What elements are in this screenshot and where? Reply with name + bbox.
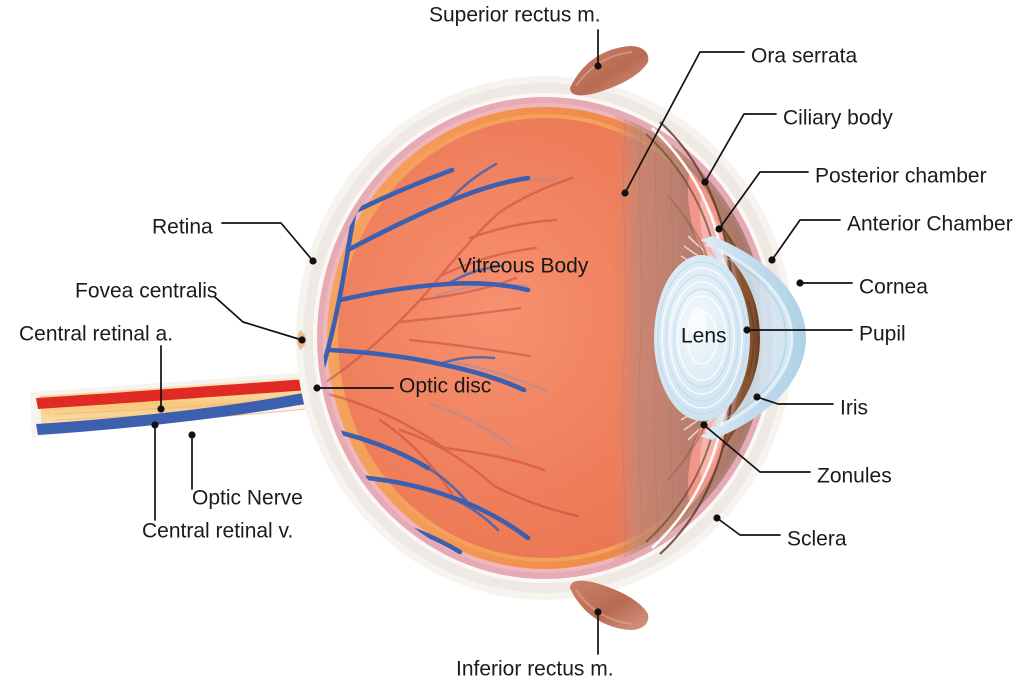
superior-rectus-muscle bbox=[570, 46, 649, 96]
leader-dot-retina bbox=[309, 257, 317, 265]
leader-dot-ora-serrata bbox=[621, 189, 629, 197]
leader-sclera bbox=[716, 517, 781, 536]
label-zonules: Zonules bbox=[817, 465, 892, 488]
leader-dot-sclera bbox=[713, 514, 721, 522]
label-retina: Retina bbox=[152, 216, 213, 239]
label-sclera: Sclera bbox=[787, 528, 847, 551]
label-ora-serrata: Ora serrata bbox=[751, 45, 858, 68]
label-optic-disc: Optic disc bbox=[399, 375, 491, 398]
leader-anterior-chamber bbox=[771, 219, 841, 261]
leader-dot-optic-nerve bbox=[188, 431, 196, 439]
label-ciliary-body: Ciliary body bbox=[783, 107, 893, 130]
label-lens: Lens bbox=[681, 325, 727, 348]
leader-posterior-chamber bbox=[718, 171, 809, 230]
leader-dot-fovea-centralis bbox=[298, 336, 306, 344]
leader-dot-optic-disc bbox=[313, 384, 321, 392]
leader-dot-pupil bbox=[743, 326, 751, 334]
inferior-rectus-muscle bbox=[570, 580, 649, 630]
leader-dot-central-retinal-v bbox=[151, 421, 159, 429]
label-central-retinal-a: Central retinal a. bbox=[19, 323, 173, 346]
optic-nerve bbox=[30, 372, 312, 438]
label-inferior-rectus: Inferior rectus m. bbox=[456, 658, 614, 681]
label-cornea: Cornea bbox=[859, 276, 928, 299]
leader-dot-anterior-chamber bbox=[768, 256, 776, 264]
label-anterior-chamber: Anterior Chamber bbox=[847, 213, 1013, 236]
label-posterior-chamber: Posterior chamber bbox=[815, 165, 987, 188]
leader-dot-inferior-rectus bbox=[594, 608, 602, 616]
label-optic-nerve: Optic Nerve bbox=[192, 487, 303, 510]
label-fovea-centralis: Fovea centralis bbox=[75, 280, 217, 303]
leader-fovea-centralis bbox=[214, 296, 303, 341]
label-central-retinal-v: Central retinal v. bbox=[142, 520, 293, 543]
label-superior-rectus: Superior rectus m. bbox=[429, 4, 601, 27]
label-pupil: Pupil bbox=[859, 323, 906, 346]
cornea bbox=[700, 236, 806, 440]
leader-dot-ciliary-body bbox=[701, 178, 709, 186]
leader-iris bbox=[756, 396, 834, 405]
lens bbox=[654, 255, 750, 421]
leader-ora-serrata bbox=[624, 51, 745, 194]
leader-dot-central-retinal-a bbox=[157, 405, 165, 413]
leader-ciliary-body bbox=[704, 113, 777, 183]
label-vitreous-body: Vitreous Body bbox=[458, 255, 589, 278]
label-iris: Iris bbox=[840, 397, 868, 420]
leader-dot-posterior-chamber bbox=[715, 225, 723, 233]
leader-dot-zonules bbox=[700, 421, 708, 429]
leader-dot-cornea bbox=[796, 279, 804, 287]
leader-dot-superior-rectus bbox=[594, 62, 602, 70]
pupil bbox=[747, 299, 756, 377]
leader-retina bbox=[221, 222, 314, 262]
leader-zonules bbox=[703, 424, 811, 473]
leader-dot-iris bbox=[753, 393, 761, 401]
leader-lines bbox=[151, 29, 853, 655]
